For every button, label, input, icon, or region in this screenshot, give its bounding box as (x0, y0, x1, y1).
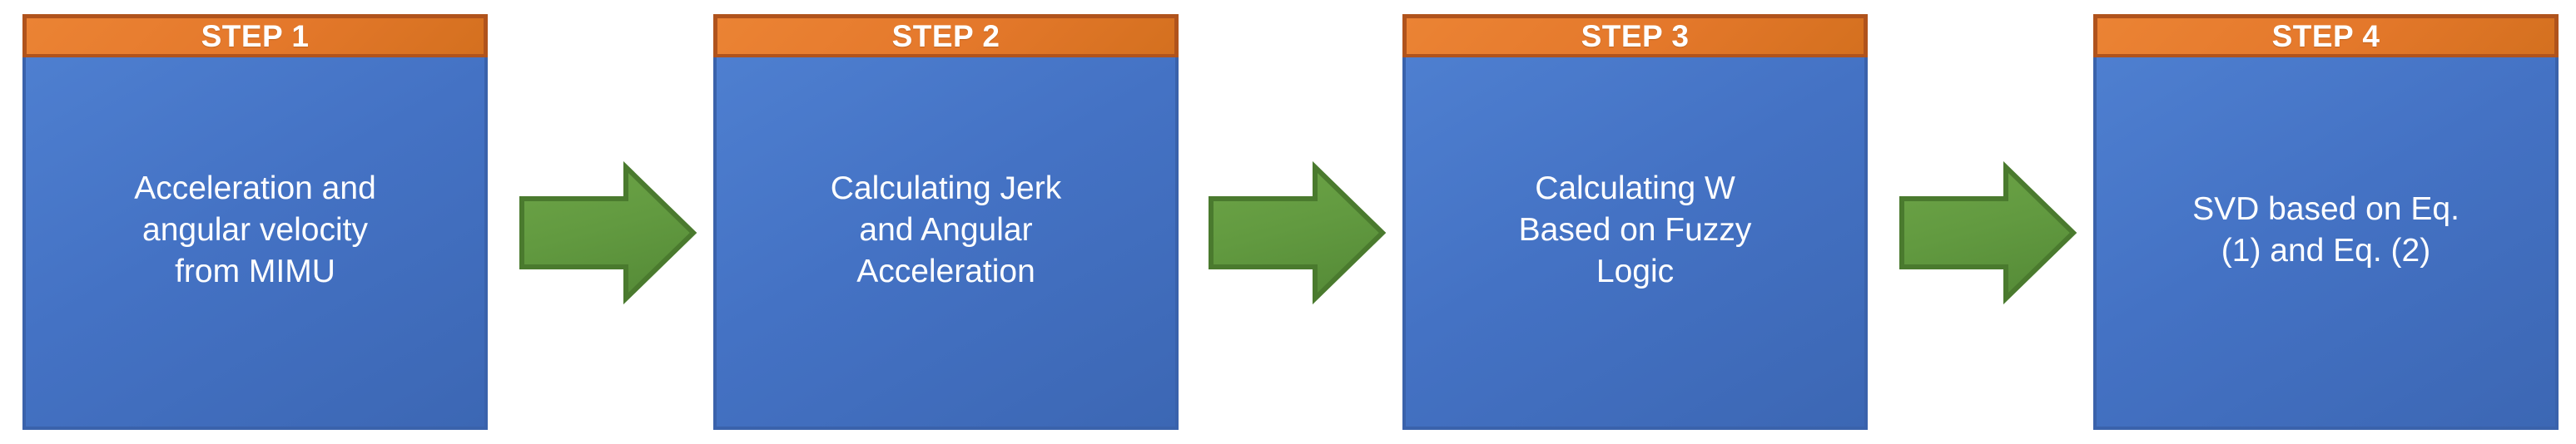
step-1-body: Acceleration and angular velocity from M… (22, 57, 488, 430)
step-2-body: Calculating Jerk and Angular Acceleratio… (713, 57, 1179, 430)
flow-arrow-1 (519, 160, 697, 305)
step-1-header-label: STEP 1 (201, 19, 310, 53)
step-1-header: STEP 1 (22, 14, 488, 57)
step-1-body-text: Acceleration and angular velocity from M… (134, 170, 376, 289)
step-4-body-text: SVD based on Eq. (1) and Eq. (2) (2192, 191, 2459, 269)
step-4-body: SVD based on Eq. (1) and Eq. (2) (2093, 57, 2559, 430)
step-3-header: STEP 3 (1402, 14, 1868, 57)
step-3-body: Calculating W Based on Fuzzy Logic (1402, 57, 1868, 430)
flow-arrow-3 (1899, 160, 2077, 305)
step-3-header-label: STEP 3 (1581, 19, 1690, 53)
step-4-header-label: STEP 4 (2271, 19, 2380, 53)
right-arrow-icon (1899, 160, 2077, 305)
step-4-header: STEP 4 (2093, 14, 2559, 57)
flow-arrow-2 (1209, 160, 1387, 305)
step-box-4[interactable]: STEP 4 SVD based on Eq. (1) and Eq. (2) (2093, 14, 2559, 430)
right-arrow-icon (519, 160, 697, 305)
step-2-header: STEP 2 (713, 14, 1179, 57)
step-2-body-text: Calculating Jerk and Angular Acceleratio… (830, 170, 1062, 289)
step-box-3[interactable]: STEP 3 Calculating W Based on Fuzzy Logi… (1402, 14, 1868, 430)
step-box-1[interactable]: STEP 1 Acceleration and angular velocity… (22, 14, 488, 430)
step-box-2[interactable]: STEP 2 Calculating Jerk and Angular Acce… (713, 14, 1179, 430)
right-arrow-icon (1209, 160, 1387, 305)
step-2-header-label: STEP 2 (891, 19, 1000, 53)
step-3-body-text: Calculating W Based on Fuzzy Logic (1518, 170, 1752, 289)
